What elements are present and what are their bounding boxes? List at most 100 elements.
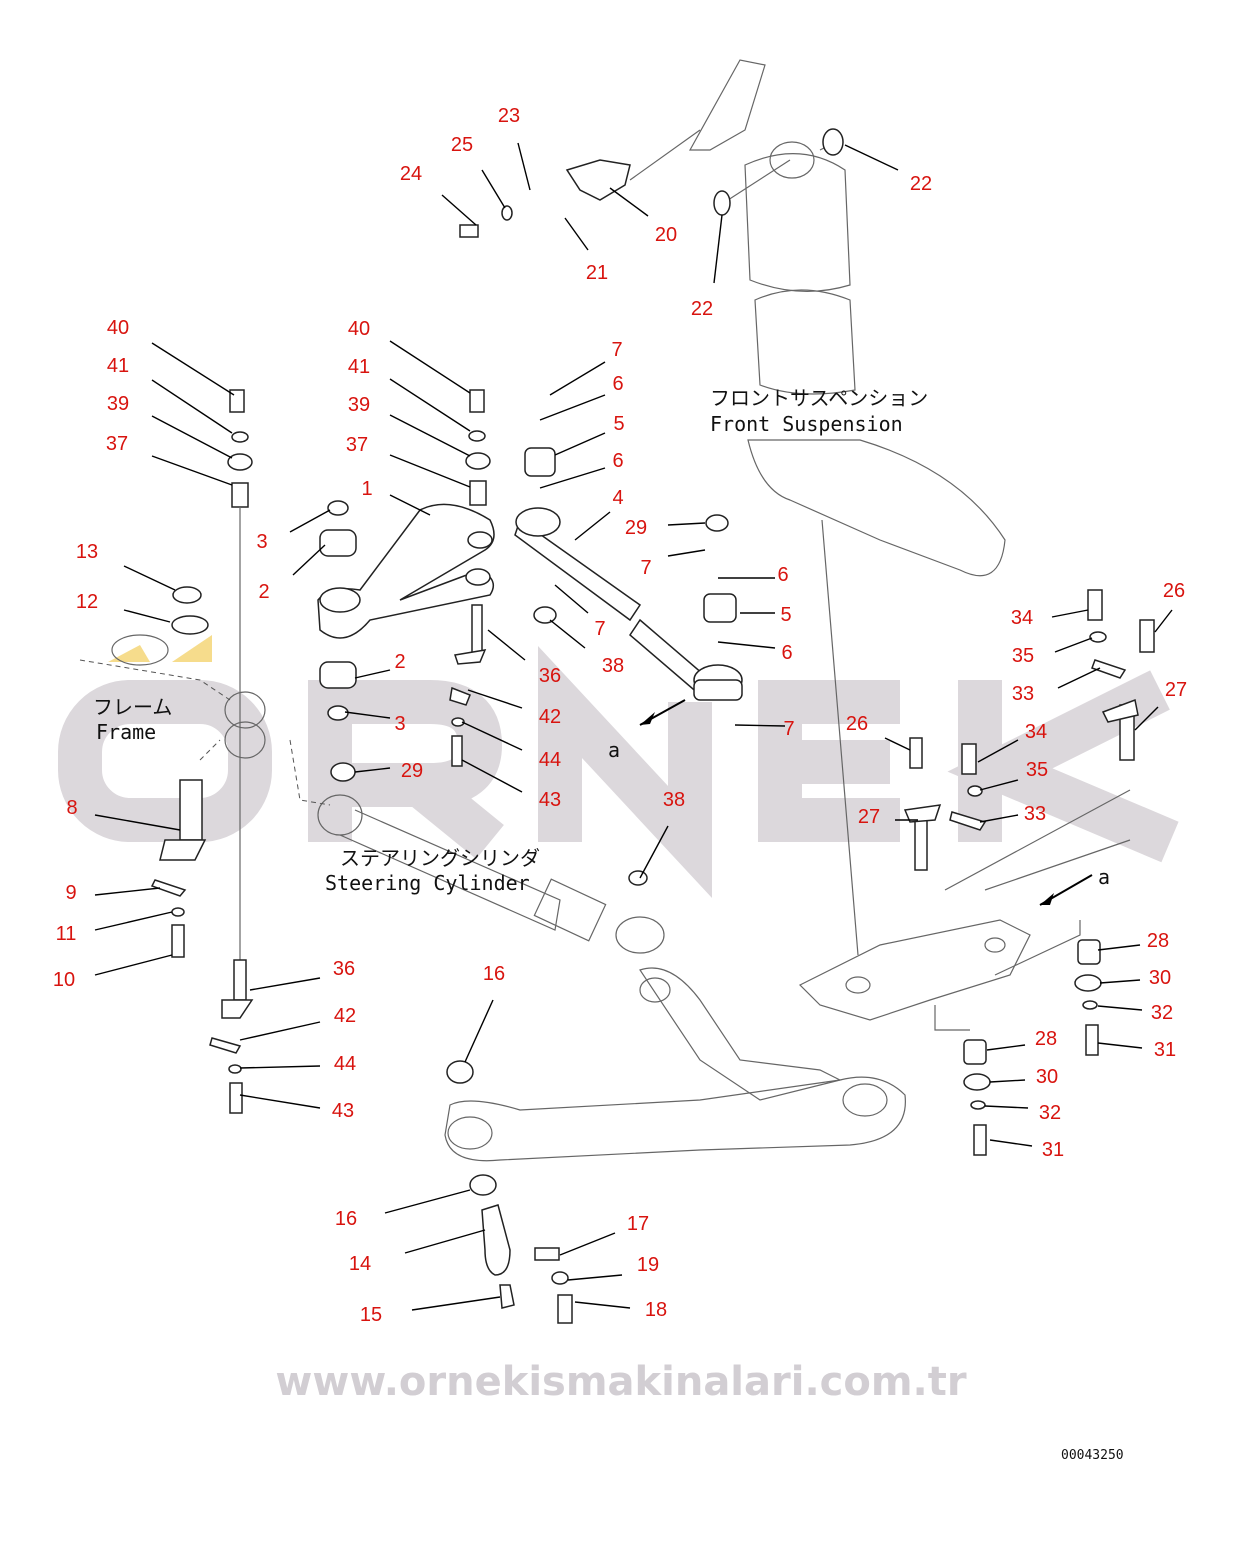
watermark-letter-o <box>58 680 272 842</box>
part-callout-7: 7 <box>594 618 605 640</box>
leader-line <box>389 340 471 394</box>
leader-line <box>1097 1042 1143 1049</box>
part-callout-32: 32 <box>1039 1102 1061 1124</box>
leader-line <box>461 759 523 793</box>
leader-line <box>389 494 431 516</box>
part-callout-36: 36 <box>539 665 561 687</box>
part-callout-15: 15 <box>360 1304 382 1326</box>
part-callout-27: 27 <box>858 806 880 828</box>
leader-line <box>249 977 321 991</box>
watermark-letter-n <box>538 645 712 899</box>
part-callout-3: 3 <box>394 713 405 735</box>
part-callout-24: 24 <box>400 163 422 185</box>
leader-line <box>554 584 589 614</box>
leader-line <box>559 1232 616 1256</box>
part-callout-36: 36 <box>333 958 355 980</box>
part-callout-2: 2 <box>258 581 269 603</box>
leader-line <box>639 825 669 879</box>
leader-line <box>94 887 161 896</box>
part-callout-42: 42 <box>539 706 561 728</box>
part-callout-43: 43 <box>539 789 561 811</box>
leader-line <box>461 721 523 751</box>
leader-line <box>549 619 586 649</box>
leader-line <box>467 689 523 709</box>
part-callout-41: 41 <box>348 356 370 378</box>
part-callout-39: 39 <box>107 393 129 415</box>
view-a-label: a <box>1098 865 1110 889</box>
leader-line <box>1057 667 1101 689</box>
leader-line <box>1097 944 1141 951</box>
leader-line <box>1097 1005 1143 1011</box>
leader-line <box>289 509 331 533</box>
part-callout-6: 6 <box>612 373 623 395</box>
leader-line <box>554 432 606 456</box>
part-callout-8: 8 <box>66 797 77 819</box>
leader-line <box>94 911 173 931</box>
part-callout-1: 1 <box>361 478 372 500</box>
leader-line <box>713 214 723 284</box>
part-callout-13: 13 <box>76 541 98 563</box>
part-callout-27: 27 <box>1165 679 1187 701</box>
leader-line <box>667 522 706 526</box>
leader-line <box>151 455 233 486</box>
leader-line <box>94 954 173 976</box>
part-callout-22: 22 <box>691 298 713 320</box>
part-callout-23: 23 <box>498 105 520 127</box>
notes: フロントサスペンション Front Suspension フレーム Frame … <box>93 386 1124 1463</box>
part-callout-25: 25 <box>451 134 473 156</box>
leader-line <box>574 511 611 541</box>
front-suspension-en-label: Front Suspension <box>710 412 903 436</box>
part-callout-30: 30 <box>1149 967 1171 989</box>
leader-line <box>1051 609 1089 618</box>
leader-line <box>441 194 477 226</box>
leader-line <box>344 711 391 719</box>
leader-line <box>384 1189 471 1214</box>
leader-line <box>389 378 471 432</box>
part-callout-34: 34 <box>1025 721 1047 743</box>
part-callout-30: 30 <box>1036 1066 1058 1088</box>
frame-highlight <box>172 635 212 662</box>
leader-line <box>979 779 1019 791</box>
part-callout-2: 2 <box>394 651 405 673</box>
part-callout-33: 33 <box>1012 683 1034 705</box>
leader-line <box>986 1044 1026 1051</box>
part-callout-34: 34 <box>1011 607 1033 629</box>
leader-line <box>464 999 494 1063</box>
leader-line <box>292 544 326 576</box>
part-callout-6: 6 <box>777 564 788 586</box>
leader-line <box>539 394 606 421</box>
part-callout-21: 21 <box>586 262 608 284</box>
leader-line <box>487 629 526 661</box>
part-callout-44: 44 <box>539 749 561 771</box>
steering-arm <box>317 503 495 639</box>
front-suspension-outline <box>629 59 1006 577</box>
leader-line <box>1134 706 1159 731</box>
leader-line <box>239 1065 321 1069</box>
leader-line <box>517 142 531 191</box>
part-callout-33: 33 <box>1024 803 1046 825</box>
part-callout-40: 40 <box>107 317 129 339</box>
axle-beam-outline <box>444 967 906 1162</box>
part-callout-31: 31 <box>1042 1139 1064 1161</box>
part-callout-4: 4 <box>612 487 623 509</box>
leader-line <box>884 737 911 751</box>
leader-line <box>667 549 706 557</box>
part-callout-38: 38 <box>663 789 685 811</box>
leader-line <box>564 217 589 251</box>
leader-line <box>1054 637 1093 653</box>
leader-line <box>354 767 391 773</box>
part-callout-11: 11 <box>56 923 77 945</box>
watermark-url: www.ornekismakinalari.com.tr <box>275 1359 966 1405</box>
leader-line <box>1154 609 1173 633</box>
leader-line <box>354 669 391 679</box>
leader-line <box>123 565 176 591</box>
part-callout-9: 9 <box>65 882 76 904</box>
leader-line <box>151 415 233 459</box>
leader-line <box>734 724 786 727</box>
leader-line <box>979 814 1019 823</box>
part-callout-14: 14 <box>349 1253 371 1275</box>
frame-jp-label: フレーム <box>93 695 172 719</box>
steering-cylinder-en-label: Steering Cylinder <box>325 871 530 895</box>
leader-line <box>94 814 181 831</box>
